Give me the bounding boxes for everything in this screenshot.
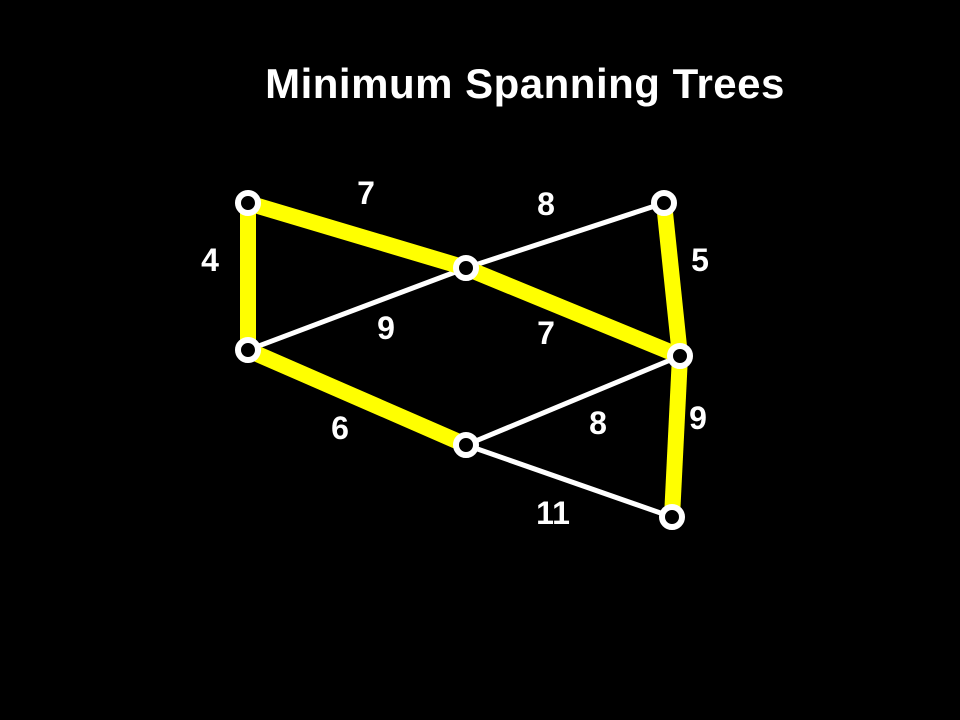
graph-node-b (235, 337, 261, 363)
edge-e-f (465, 353, 681, 448)
weight-label-e-g: 11 (536, 495, 570, 531)
weight-label-a-c: 7 (357, 175, 375, 211)
weight-label-b-c: 9 (377, 310, 395, 346)
weight-label-c-d: 8 (537, 186, 555, 222)
mst-edge-d-f (656, 202, 688, 357)
mst-edge-a-c (245, 195, 469, 276)
graph-node-g (659, 504, 685, 530)
slide-title: Minimum Spanning Trees (265, 60, 785, 107)
graph-node-e (453, 432, 479, 458)
edge-e-g (465, 442, 673, 520)
edges-layer (240, 195, 688, 520)
weight-label-b-e: 6 (331, 410, 349, 446)
mst-edge-f-g (664, 355, 688, 518)
graph-node-c (453, 255, 479, 281)
weight-label-f-g: 9 (689, 400, 707, 436)
weight-label-a-b: 4 (201, 242, 219, 278)
graph-node-f (667, 343, 693, 369)
graph-node-a (235, 190, 261, 216)
weight-label-c-f: 7 (537, 315, 555, 351)
edge-c-d (465, 200, 665, 271)
edge-b-c (247, 265, 467, 353)
weight-labels-layer: 4 7 9 6 8 7 5 8 11 9 (201, 175, 709, 531)
weight-label-e-f: 8 (589, 405, 607, 441)
mst-edge-b-e (244, 342, 470, 453)
nodes-layer (235, 190, 693, 530)
mst-edge-c-f (462, 260, 684, 364)
weight-label-d-f: 5 (691, 242, 709, 278)
graph-node-d (651, 190, 677, 216)
